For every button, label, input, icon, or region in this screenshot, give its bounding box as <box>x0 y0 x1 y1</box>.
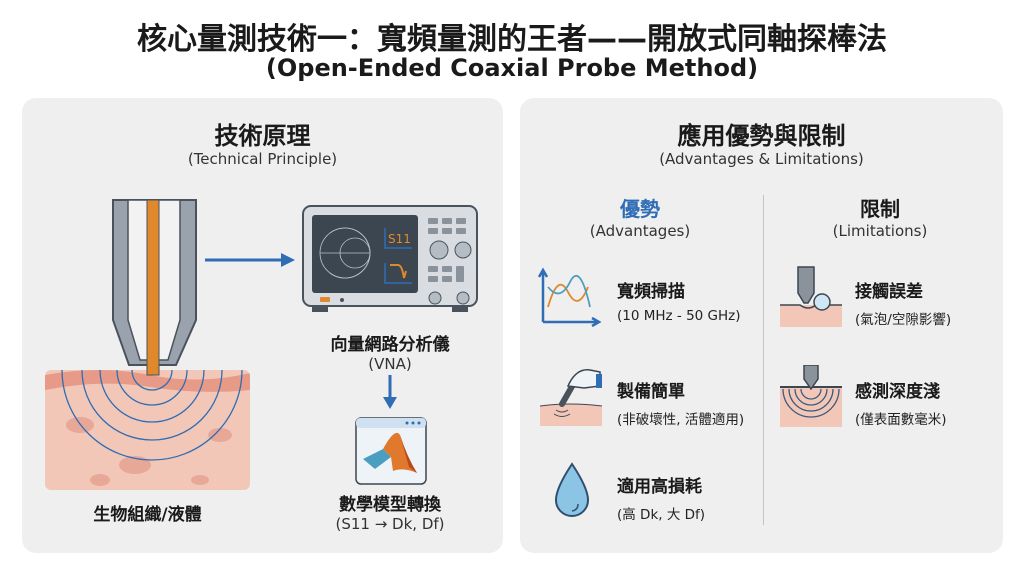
probe-bubble-icon <box>780 266 842 327</box>
probe-depth-icon <box>780 365 842 427</box>
advantages-title: 優勢 <box>620 197 660 221</box>
model-sublabel: (S11 → Dk, Df) <box>335 515 445 533</box>
limitations-subtitle: (Limitations) <box>832 222 928 240</box>
page-subtitle: (Open-Ended Coaxial Probe Method) <box>265 54 759 82</box>
principle-subtitle: (Technical Principle) <box>187 150 338 168</box>
advantage-item-high-loss: 適用高損耗(高 Dk, 大 Df) <box>617 477 706 523</box>
tissue-label: 生物組織/液體 <box>93 505 202 525</box>
wave-graph-icon <box>538 267 602 327</box>
arrow-right-icon <box>205 253 295 267</box>
arrow-down-icon <box>383 375 397 409</box>
limitation-item-contact-error: 接觸誤差(氣泡/空隙影響) <box>855 282 952 328</box>
limitations-title: 限制 <box>860 197 900 221</box>
column-divider <box>763 195 764 525</box>
hand-probe-icon <box>540 369 602 426</box>
vna-device-icon: S11 <box>302 205 478 312</box>
advantages-limitations-subtitle: (Advantages & Limitations) <box>659 150 864 168</box>
vna-label: 向量網路分析儀 <box>330 335 450 355</box>
principle-title: 技術原理 <box>214 122 311 150</box>
advantage-item-broadband: 寬頻掃描(10 MHz - 50 GHz) <box>617 282 741 324</box>
water-drop-icon <box>554 462 590 517</box>
math-model-window-icon <box>355 417 427 485</box>
advantages-subtitle: (Advantages) <box>589 222 691 240</box>
vna-sublabel: (VNA) <box>368 355 412 373</box>
vna-screen-label: S11 <box>388 232 411 246</box>
advantages-limitations-panel <box>520 98 1003 553</box>
page-title: 核心量測技術一：寬頻量測的王者——開放式同軸探棒法 <box>137 22 887 57</box>
advantage-item-easy-prep: 製備簡單(非破壞性, 活體適用) <box>617 382 745 428</box>
limitation-item-shallow-depth: 感測深度淺(僅表面數毫米) <box>855 382 947 428</box>
model-label: 數學模型轉換 <box>339 495 441 515</box>
advantages-limitations-title: 應用優勢與限制 <box>677 122 846 150</box>
coaxial-probe-illustration <box>45 199 250 490</box>
